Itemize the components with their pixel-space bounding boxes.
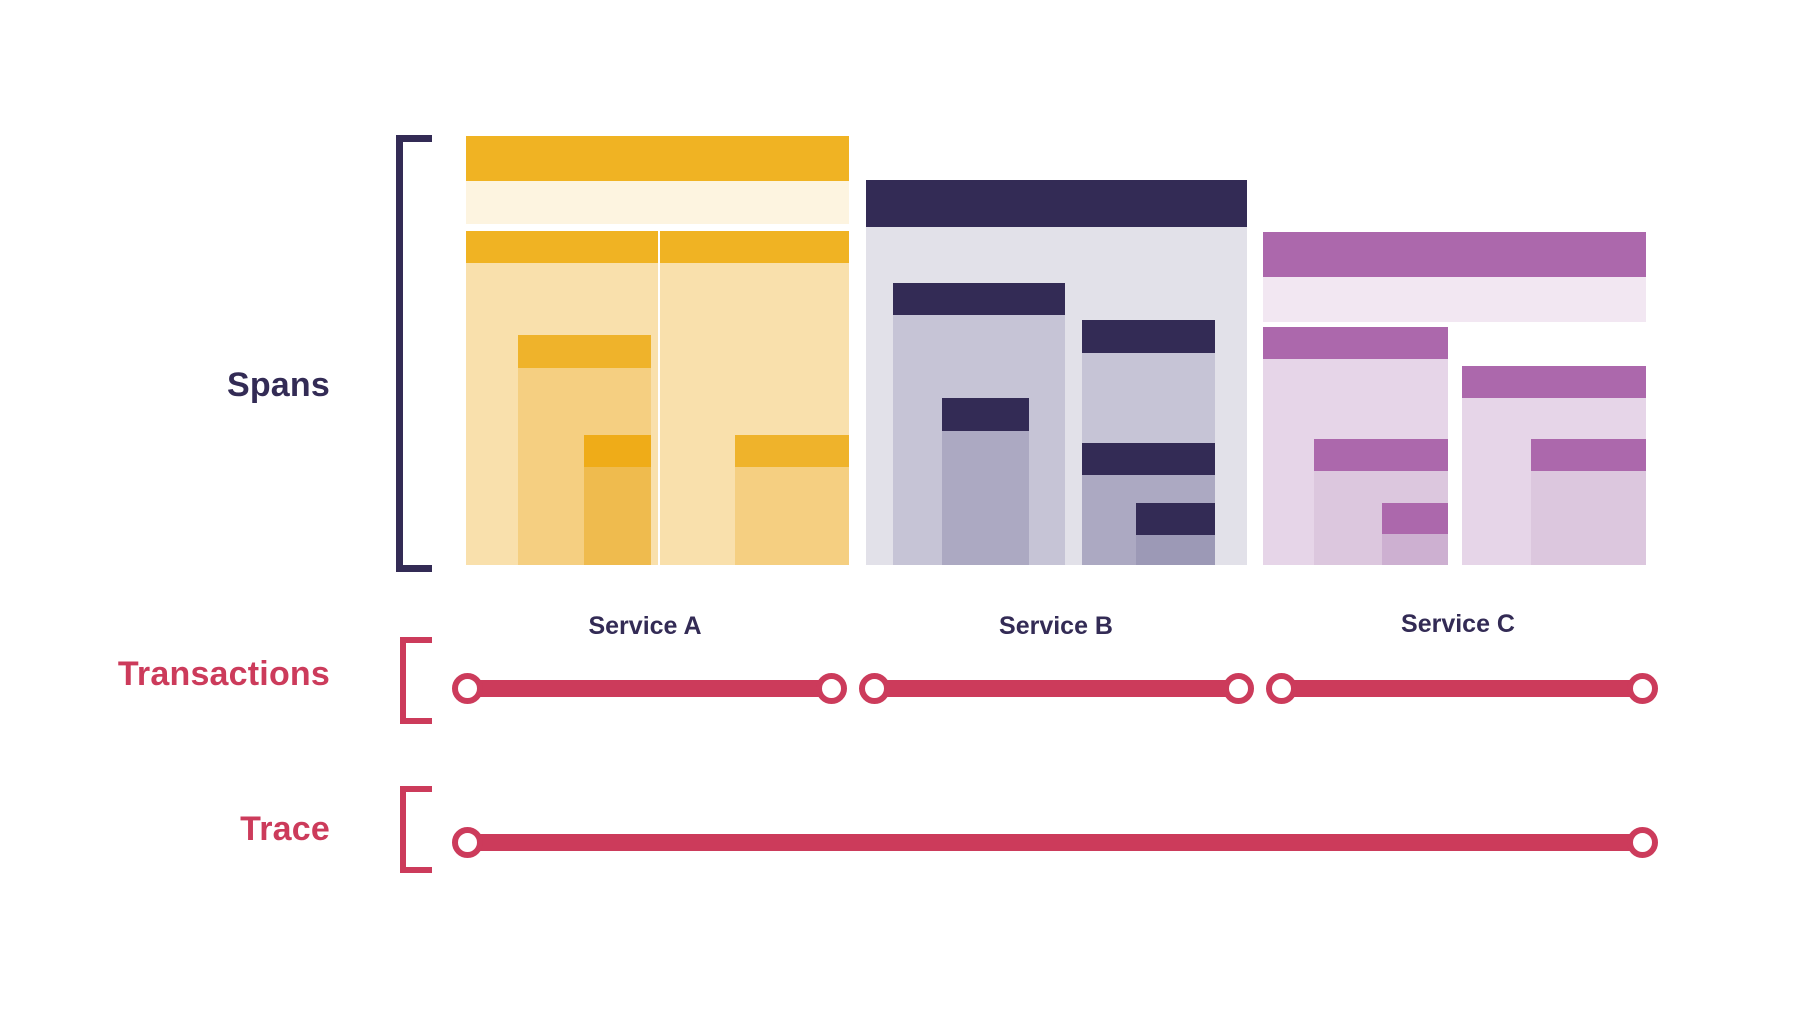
- spans-bracket: [396, 135, 432, 572]
- service-caption-c: Service C: [1401, 610, 1515, 638]
- trace-bracket: [400, 786, 432, 873]
- service-caption-a: Service A: [588, 612, 702, 640]
- spans-row-label: Spans: [226, 366, 330, 404]
- transactions-row-label: Transactions: [117, 655, 330, 693]
- timeline-trace-end[interactable]: [1627, 827, 1658, 858]
- timeline-segment-transaction-b[interactable]: [867, 680, 1243, 697]
- timeline-node-c-start[interactable]: [1266, 673, 1297, 704]
- timeline-node-a-end[interactable]: [816, 673, 847, 704]
- timeline-segment-trace-span[interactable]: [460, 834, 1648, 851]
- timeline-node-b-end[interactable]: [1223, 673, 1254, 704]
- transactions-bracket: [400, 637, 432, 724]
- timeline-segment-transaction-a[interactable]: [460, 680, 837, 697]
- timeline-node-a-start[interactable]: [452, 673, 483, 704]
- service-caption-b: Service B: [999, 612, 1113, 640]
- timeline-segment-transaction-c[interactable]: [1275, 680, 1648, 697]
- timeline-node-b-start[interactable]: [859, 673, 890, 704]
- trace-row-label: Trace: [240, 810, 330, 848]
- timeline-node-c-end[interactable]: [1627, 673, 1658, 704]
- timeline-trace-start[interactable]: [452, 827, 483, 858]
